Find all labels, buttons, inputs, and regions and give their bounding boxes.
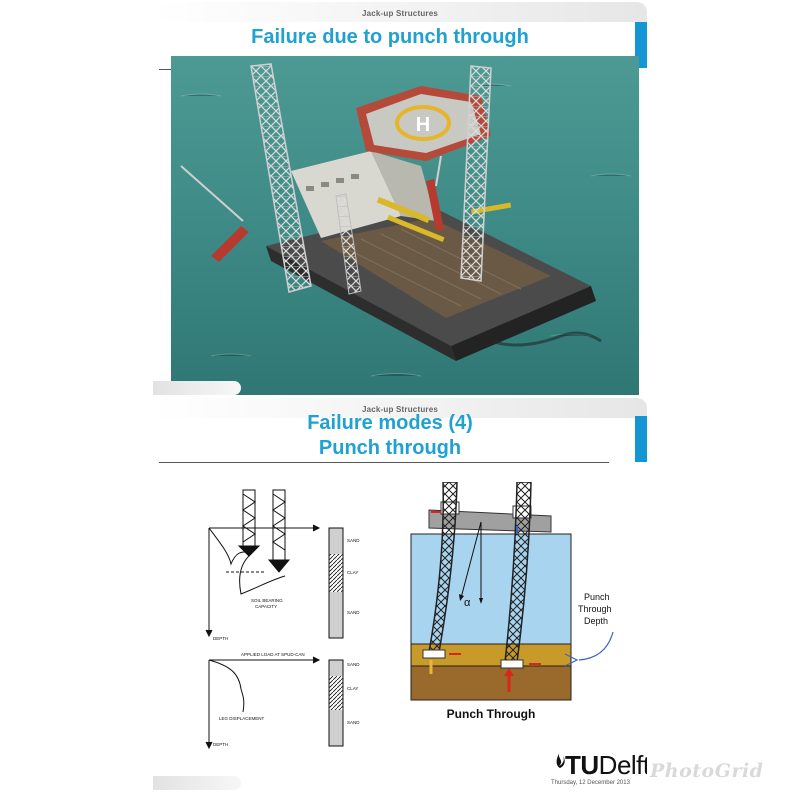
layer-label: SAND: [347, 538, 360, 543]
diagram-caption: Punch Through: [447, 707, 536, 721]
title-rule: [159, 462, 609, 463]
crane-left: [211, 226, 249, 262]
accent-bar: [635, 416, 647, 462]
logo-wordmark: TUDelft: [565, 750, 647, 781]
section-label: Jack-up Structures: [361, 405, 439, 414]
footer-gradient: [153, 381, 241, 395]
rig-leg-right: [460, 65, 492, 282]
callout-text: Depth: [584, 616, 608, 626]
soil-capacity-diagram: SAND CLAY SAND SOIL BEARING CAPACITY DEP…: [201, 484, 376, 750]
slide-title-line1: Failure modes (4): [307, 412, 473, 434]
punch-through-diagram: α Punch Through Depth Punch Through: [401, 481, 631, 732]
callout-text: Through: [578, 604, 612, 614]
layer-label: CLAY: [347, 686, 358, 691]
axis-label: DEPTH: [213, 636, 228, 641]
tudelft-logo: TUDelft Thursday, 12 December 2013: [551, 748, 647, 792]
spud-can-left: [422, 649, 446, 659]
punch-through-illustration: α Punch Through Depth Punch Through: [410, 481, 614, 721]
soil-profile-graphs: SAND CLAY SAND SOIL BEARING CAPACITY DEP…: [205, 489, 360, 750]
callout-arrow: [578, 631, 614, 661]
flame-icon: [556, 752, 565, 768]
curve-label: SOIL BEARING: [251, 598, 283, 603]
curve-label: CAPACITY: [255, 604, 277, 609]
photogrid-watermark: PhotoGrid: [650, 760, 764, 782]
angle-symbol: α: [464, 597, 471, 609]
footer-gradient: [153, 776, 241, 790]
layer-label: CLAY: [347, 570, 358, 575]
slide-date: Thursday, 12 December 2013: [551, 780, 630, 786]
slide-punch-through-photo: Jack-up Structures Failure due to punch …: [153, 2, 647, 395]
jackup-rig-photo: H: [171, 56, 639, 395]
callout-text: Punch: [584, 592, 610, 602]
rig-legs: [428, 481, 532, 663]
header-strip: [153, 2, 647, 22]
layer-label: SAND: [347, 662, 360, 667]
slide-title-line2: Punch through: [318, 437, 462, 459]
rig-leg-left: [250, 63, 312, 293]
clay-layer: [410, 665, 572, 701]
layer-label: SAND: [347, 610, 360, 615]
title-rule: [159, 69, 173, 70]
logo-delft: Delft: [598, 750, 647, 780]
top-label: APPLIED LOAD AT SPUD-CAN: [241, 652, 305, 657]
spud-can-right: [500, 659, 524, 669]
layer-label: SAND: [347, 720, 360, 725]
jackup-rig-illustration: H: [171, 56, 639, 395]
slide-failure-modes: Jack-up Structures Failure modes (4) Pun…: [153, 398, 647, 794]
crane-right: [426, 179, 444, 231]
slide-title: Failure due to punch through: [251, 26, 529, 48]
section-label: Jack-up Structures: [361, 9, 439, 18]
curve-label: LEG DISPLACEMENT: [219, 716, 265, 721]
axis-label: DEPTH: [213, 742, 228, 747]
helideck-marking: H: [416, 114, 430, 136]
header-strip: [153, 398, 647, 418]
logo-tu: TU: [565, 750, 599, 780]
